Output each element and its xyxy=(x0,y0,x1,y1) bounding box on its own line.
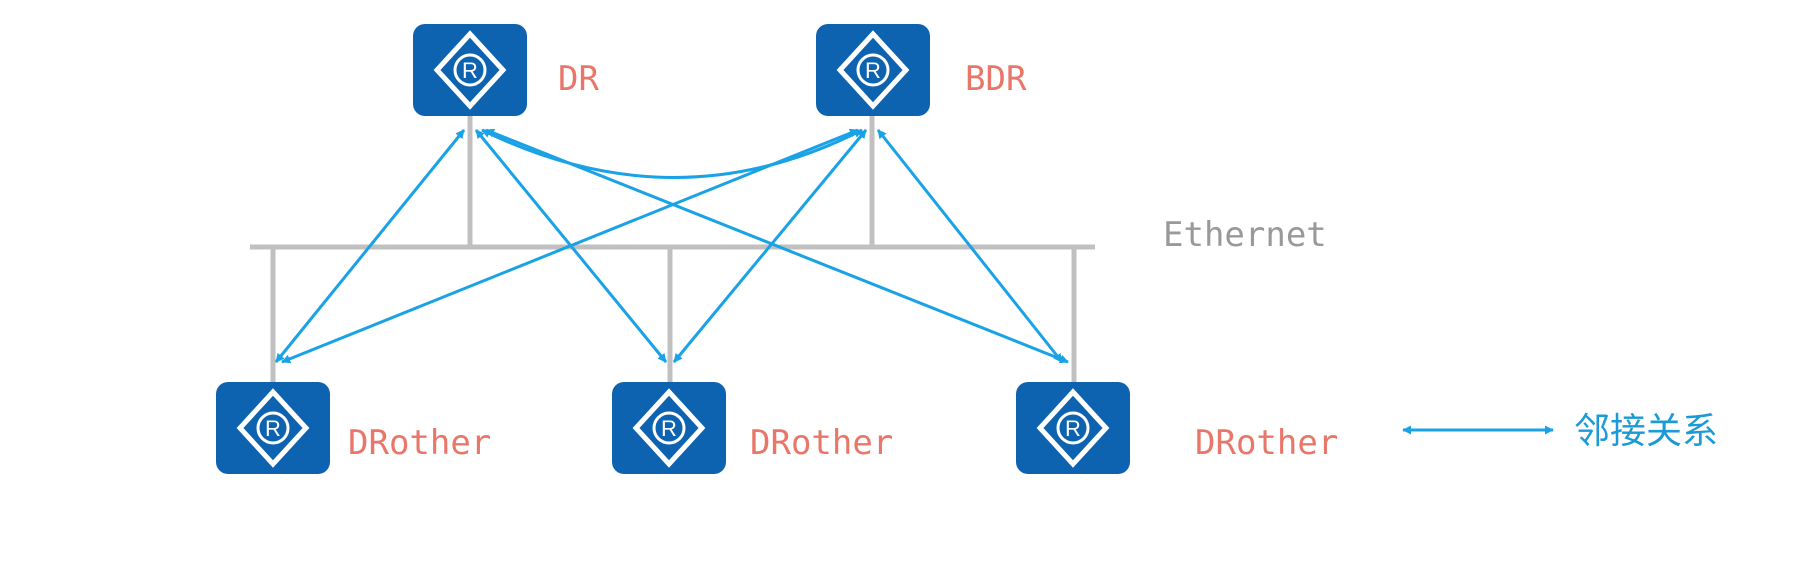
ethernet-bus xyxy=(250,115,1095,383)
svg-text:R: R xyxy=(1065,416,1081,441)
svg-text:R: R xyxy=(462,58,478,83)
router-dr: R xyxy=(413,24,527,116)
adjacency-bdr-drother-right xyxy=(876,129,1064,363)
router-label-drother-right: DRother xyxy=(1195,423,1339,463)
ethernet-label: Ethernet xyxy=(1163,215,1327,255)
router-icon: R xyxy=(433,30,507,110)
adjacency-arrows xyxy=(274,128,1069,364)
router-drother-right: R xyxy=(1016,382,1130,474)
router-icon: R xyxy=(836,30,910,110)
svg-text:R: R xyxy=(265,416,281,441)
router-label-drother-middle: DRother xyxy=(750,423,894,463)
svg-text:R: R xyxy=(661,416,677,441)
router-icon: R xyxy=(236,388,310,468)
router-icon: R xyxy=(632,388,706,468)
router-label-drother-left: DRother xyxy=(348,423,492,463)
adjacency-bdr-drother-middle xyxy=(672,129,868,363)
router-drother-left: R xyxy=(216,382,330,474)
router-icon: R xyxy=(1036,388,1110,468)
router-bdr: R xyxy=(816,24,930,116)
router-label-bdr: BDR xyxy=(965,59,1027,99)
adjacency-dr-bdr xyxy=(481,128,863,179)
svg-text:R: R xyxy=(865,58,881,83)
router-drother-middle: R xyxy=(612,382,726,474)
legend-label: 邻接关系 xyxy=(1574,411,1719,452)
router-label-dr: DR xyxy=(558,59,599,99)
